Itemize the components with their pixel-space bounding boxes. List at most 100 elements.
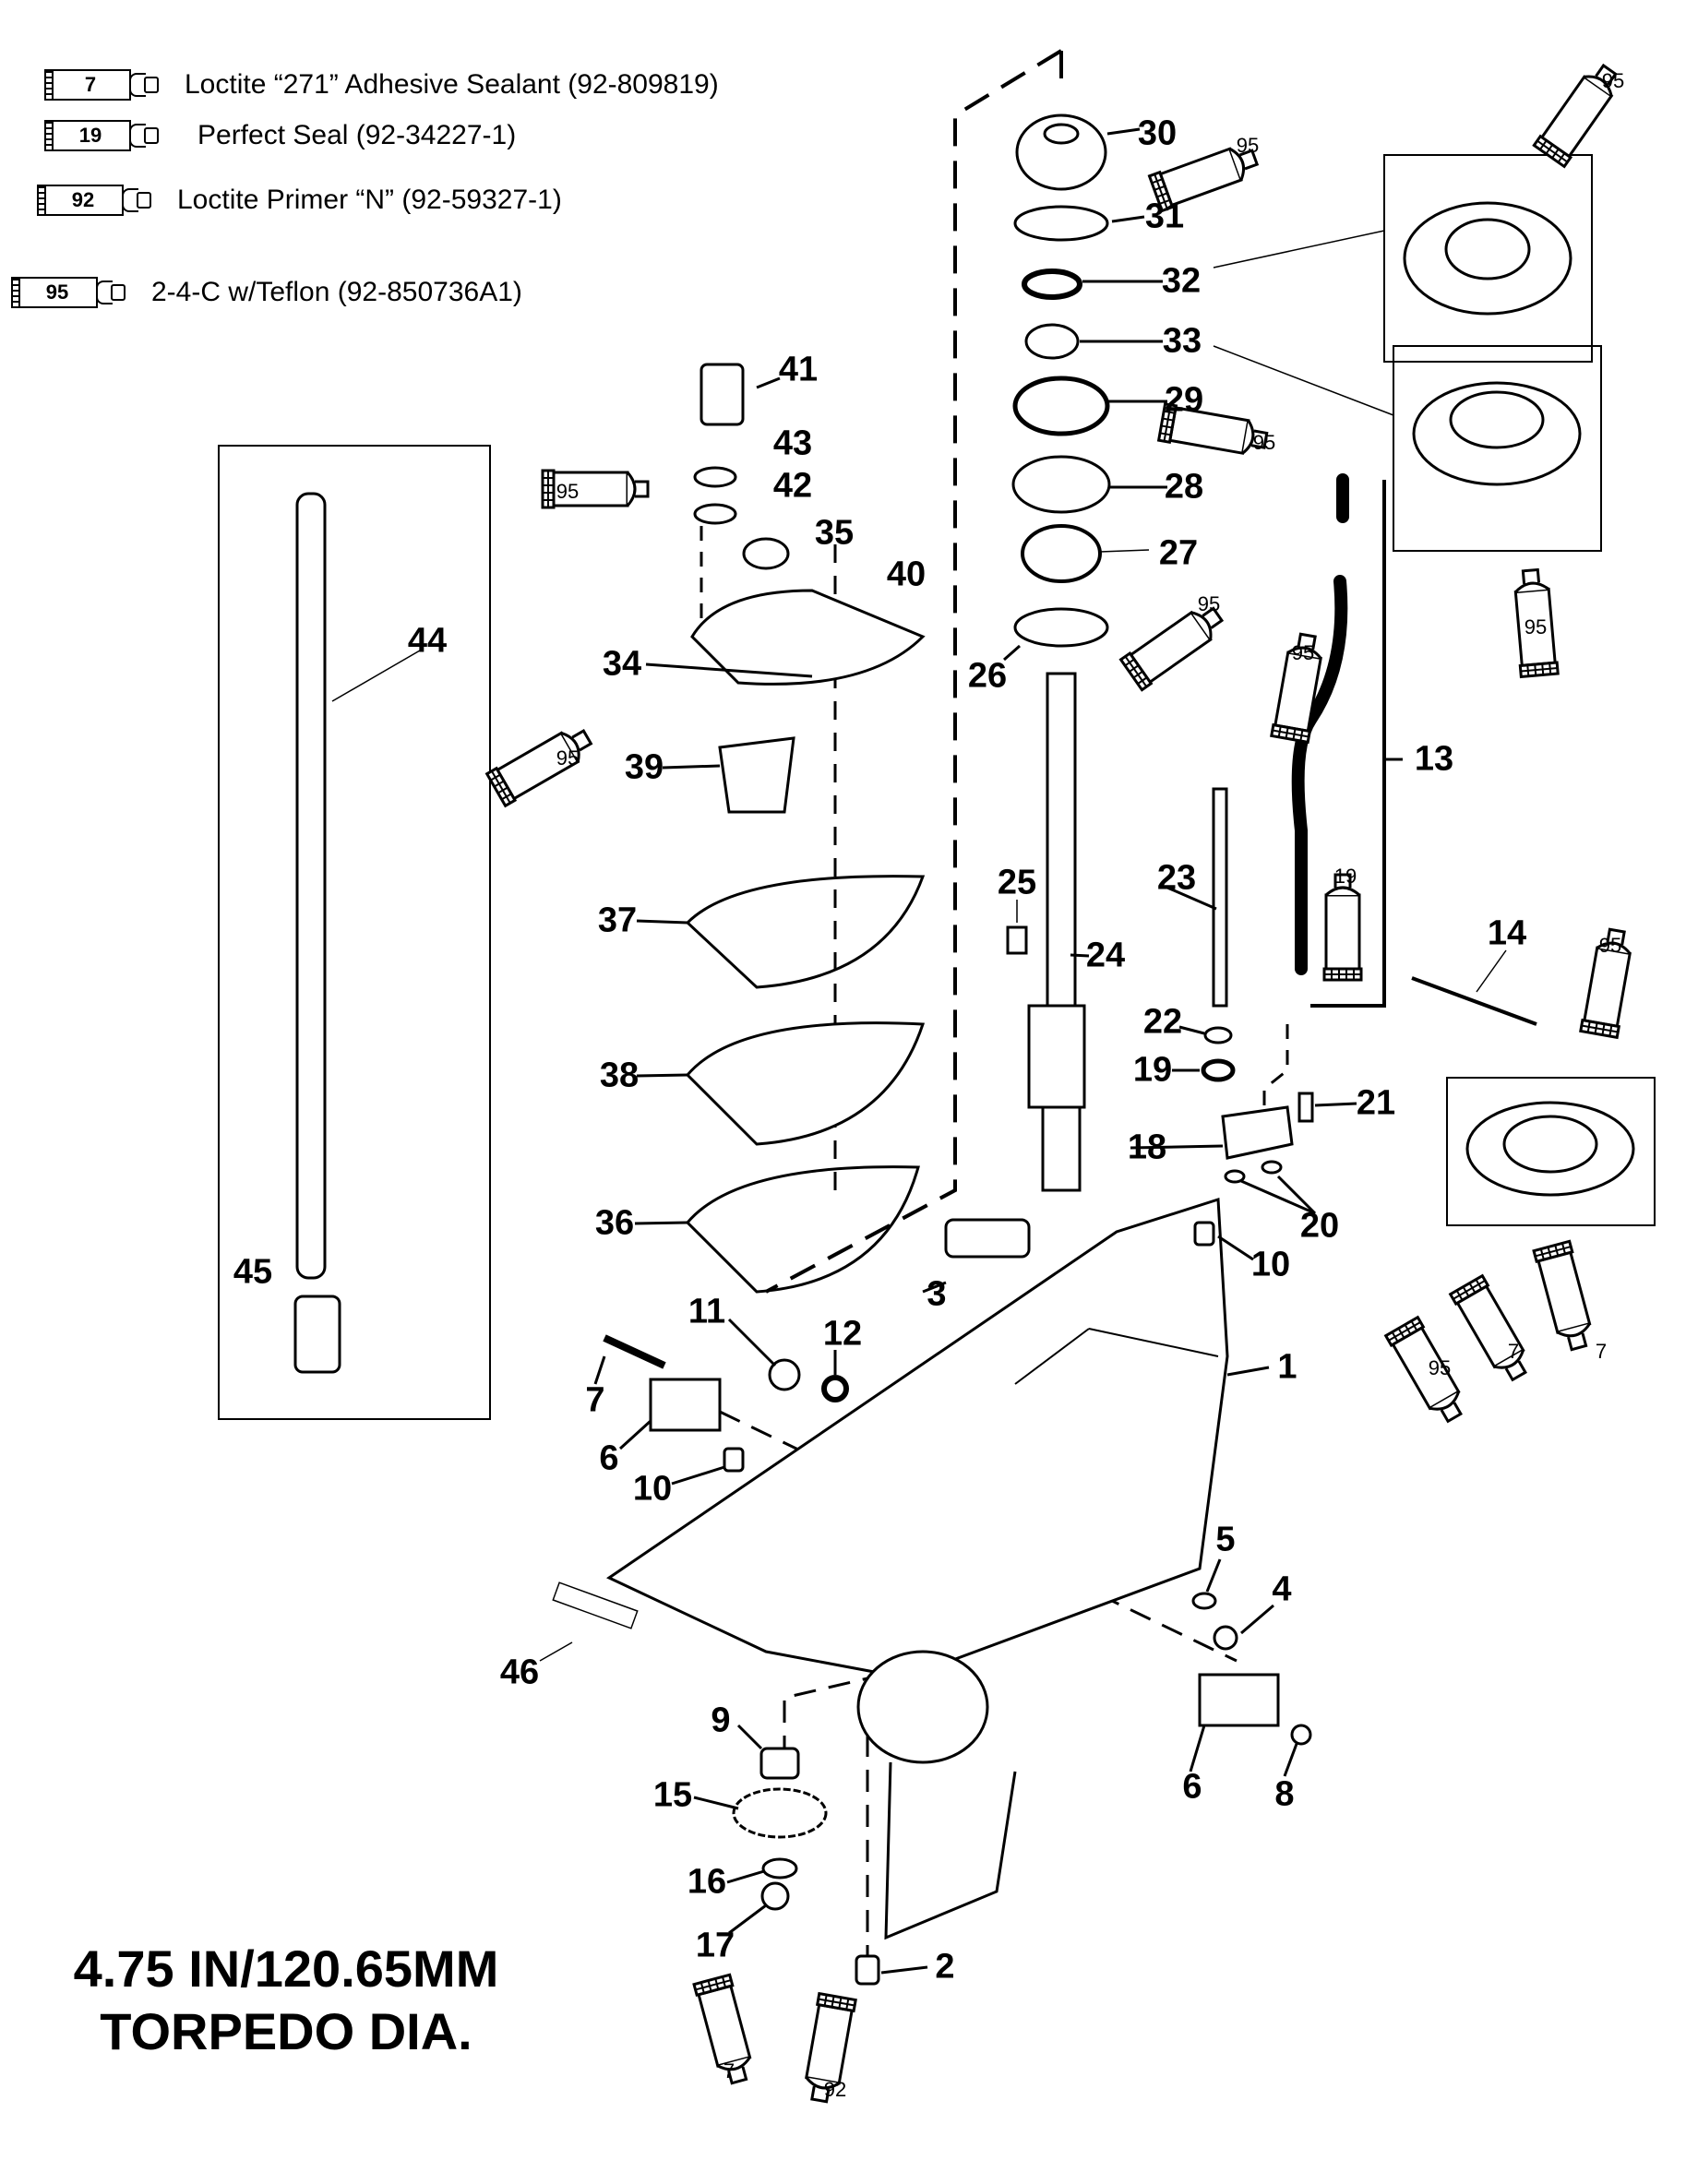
callout-35: 35 [814, 513, 855, 553]
sealant-tube-icon: 92 [37, 185, 157, 216]
tube-label: 95 [556, 480, 580, 503]
callout-6: 6 [1182, 1767, 1202, 1807]
callout-33: 33 [1162, 321, 1202, 361]
callout-21: 21 [1356, 1083, 1396, 1123]
gasket-37 [685, 875, 926, 989]
shift-shaft-23 [1212, 787, 1228, 1008]
bolt-7 [603, 1334, 666, 1369]
tube-label: 7 [1595, 1340, 1608, 1363]
legend-item-92: 92 Loctite Primer “N” (92-59327-1) [37, 185, 562, 216]
callout-34: 34 [602, 644, 642, 684]
callout-5: 5 [1215, 1520, 1236, 1559]
seal-detail-box-1 [1383, 154, 1593, 363]
callout-15: 15 [652, 1775, 693, 1815]
callout-38: 38 [599, 1056, 640, 1095]
screw-2 [855, 1954, 880, 1986]
nut-8 [1290, 1724, 1312, 1746]
part-11 [768, 1358, 801, 1391]
dowel-10a [1193, 1221, 1215, 1247]
callout-41: 41 [778, 350, 819, 389]
part-28 [1011, 455, 1111, 514]
torpedo-diameter-title: 4.75 IN/120.65MM TORPEDO DIA. [46, 1938, 526, 2063]
part-12 [821, 1375, 849, 1402]
washer-5 [1191, 1592, 1217, 1610]
bracket-13 [1310, 480, 1386, 1008]
callout-22: 22 [1142, 1002, 1183, 1042]
nut-17 [760, 1881, 790, 1911]
washer-20a [1224, 1169, 1246, 1184]
part-43 [693, 466, 737, 488]
part-26 [1013, 607, 1109, 648]
callout-19: 19 [1132, 1050, 1173, 1090]
callout-20: 20 [1299, 1206, 1340, 1246]
washer-20b [1261, 1160, 1283, 1175]
tube-label: 92 [823, 2078, 847, 2101]
part-35 [742, 537, 790, 570]
callout-25: 25 [997, 863, 1037, 902]
sealant-tube-icon: 19 [44, 120, 164, 151]
part-22 [1203, 1026, 1233, 1044]
seal-detail-box-3 [1446, 1077, 1656, 1226]
screw-21 [1297, 1092, 1314, 1123]
legend-item-95: 95 2-4-C w/Teflon (92-850736A1) [11, 277, 522, 308]
callout-9: 9 [711, 1701, 731, 1740]
callout-39: 39 [624, 747, 664, 787]
callout-40: 40 [886, 555, 927, 594]
tube-label: 95 [1291, 641, 1315, 664]
part-19 [1201, 1058, 1236, 1082]
decal-46 [552, 1581, 639, 1629]
callout-7: 7 [585, 1380, 605, 1420]
callout-42: 42 [772, 466, 813, 506]
callout-44: 44 [407, 621, 448, 661]
driveshaft-extension-box [218, 445, 491, 1420]
callout-27: 27 [1158, 533, 1199, 573]
sealant-tube-icon: 95 [11, 277, 131, 308]
part-31 [1013, 205, 1109, 242]
callout-31: 31 [1144, 197, 1185, 236]
callout-3: 3 [927, 1274, 947, 1314]
torpedo-bore [856, 1650, 989, 1764]
callout-1: 1 [1277, 1347, 1297, 1387]
washer-16 [761, 1857, 798, 1880]
anode-6b [1198, 1673, 1280, 1727]
tube-label: 95 [1598, 934, 1622, 957]
callout-14: 14 [1487, 913, 1527, 953]
tube-label: 7 [723, 2059, 735, 2083]
callout-23: 23 [1156, 858, 1197, 898]
gasket-36 [685, 1165, 920, 1294]
tube-label: 95 [1236, 134, 1260, 157]
callout-24: 24 [1085, 936, 1126, 975]
tube-label: 95 [556, 746, 580, 770]
callout-46: 46 [499, 1653, 540, 1692]
callout-10: 10 [1250, 1245, 1291, 1284]
tube-label: 95 [1524, 615, 1548, 638]
tube-label: 95 [1252, 431, 1276, 454]
legend-item-19: 19 Perfect Seal (92-34227-1) [44, 120, 516, 151]
tube-label: 95 [1197, 592, 1221, 615]
callout-28: 28 [1164, 467, 1204, 507]
callout-2: 2 [935, 1947, 955, 1987]
callout-6: 6 [599, 1438, 619, 1478]
part-33 [1024, 323, 1080, 360]
legend-label: Loctite Primer “N” (92-59327-1) [177, 185, 562, 215]
part-42 [693, 503, 737, 525]
cotter-pin-14 [1411, 976, 1537, 1026]
callout-12: 12 [822, 1314, 863, 1354]
legend-label: Loctite “271” Adhesive Sealant (92-80981… [185, 69, 719, 100]
gear-housing-1 [605, 1197, 1229, 1681]
callout-32: 32 [1161, 261, 1202, 301]
callout-43: 43 [772, 424, 813, 463]
seal-detail-box-2 [1393, 345, 1602, 552]
title-line-2: TORPEDO DIA. [100, 2002, 472, 2060]
vent-screw-4 [1213, 1625, 1238, 1651]
legend-item-7: 7 Loctite “271” Adhesive Sealant (92-809… [44, 69, 719, 101]
assembly-dashed-line-main [765, 49, 1063, 1294]
anode-6a [649, 1378, 722, 1432]
part-30 [1015, 113, 1107, 191]
part-32 [1022, 269, 1082, 300]
part-29 [1012, 376, 1110, 436]
tube-label: 7 [1507, 1340, 1520, 1363]
driveshaft-44 [295, 492, 327, 1280]
legend-label: Perfect Seal (92-34227-1) [197, 120, 517, 150]
